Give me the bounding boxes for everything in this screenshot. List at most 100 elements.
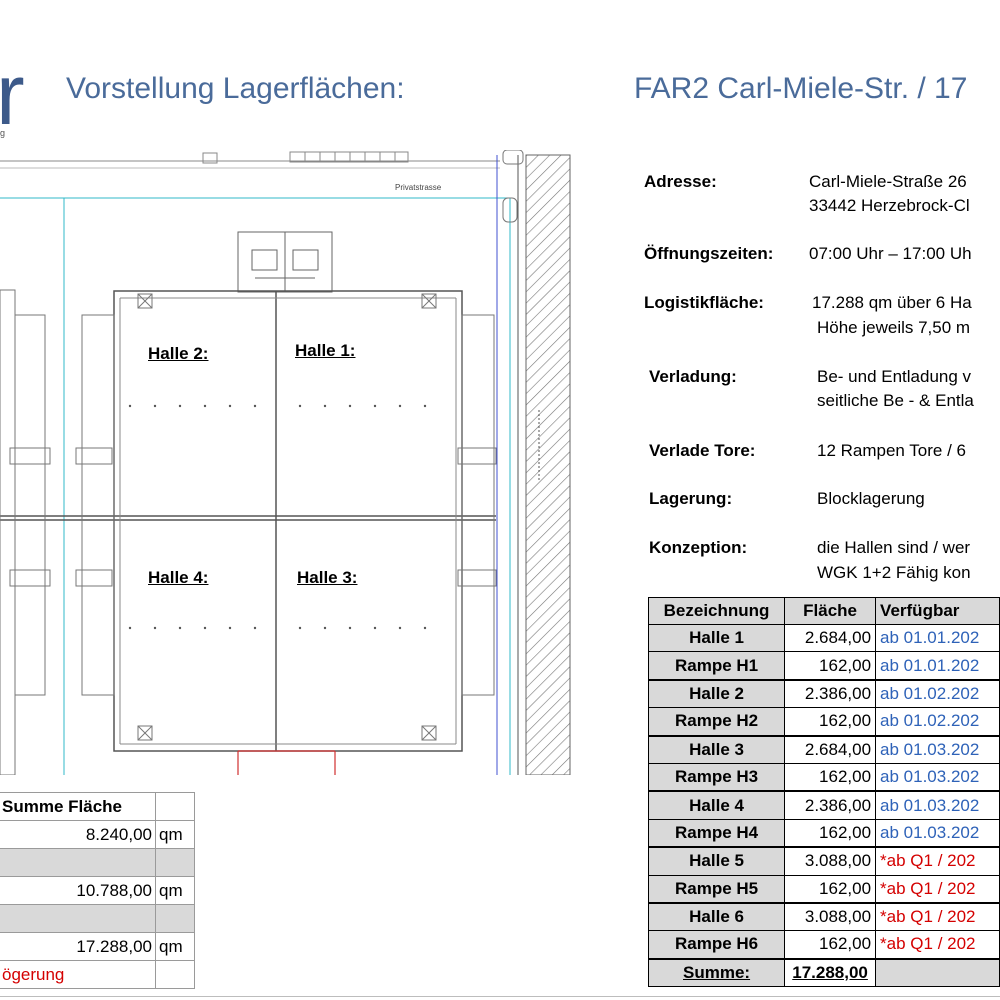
delay-note: ögerung: [0, 960, 156, 989]
sum-table-header-row: Summe Fläche: [0, 792, 195, 821]
table-header-row: Bezeichnung Fläche Verfügbar: [647, 597, 1000, 625]
sum-table: Summe Fläche 8.240,00 qm 10.788,00 qm 17…: [0, 792, 195, 989]
loading-label: Verladung:: [649, 367, 737, 386]
logistics-label: Logistikfläche:: [644, 293, 764, 312]
page-title: Vorstellung Lagerflächen:: [66, 72, 405, 105]
row-available: ab 01.02.202: [875, 679, 1000, 709]
table-row-spacer: [0, 904, 195, 933]
row-available: ab 01.01.202: [875, 651, 1000, 681]
storage-value: Blocklagerung: [817, 489, 925, 508]
row-area: 162,00: [784, 874, 877, 904]
sum-unit: qm: [155, 820, 195, 849]
address-label: Adresse:: [644, 172, 717, 191]
concept-label: Konzeption:: [649, 538, 748, 557]
row-name: Halle 1: [647, 623, 786, 653]
sum-table-header: Summe Fläche: [0, 792, 156, 821]
hall-2-label: Halle 2:: [148, 344, 209, 363]
row-name: Rampe H2: [647, 707, 786, 737]
logistics-line1: 17.288 qm über 6 Ha: [812, 293, 972, 312]
row-name: Rampe H6: [647, 930, 786, 960]
row-name: Rampe H3: [647, 762, 786, 792]
row-name: Halle 2: [647, 679, 786, 709]
row-area: 162,00: [784, 818, 877, 848]
gates-label: Verlade Tore:: [649, 441, 756, 460]
row-area: 162,00: [784, 651, 877, 681]
floor-plan: Privatstrasse: [0, 150, 580, 775]
row-name: Rampe H1: [647, 651, 786, 681]
row-available: ab 01.03.202: [875, 762, 1000, 792]
sum-value: 8.240,00: [0, 820, 156, 849]
row-area: 2.386,00: [784, 790, 877, 820]
row-name: Halle 4: [647, 790, 786, 820]
table-row: 10.788,00 qm: [0, 876, 195, 905]
address-line1: Carl-Miele-Straße 26: [809, 172, 967, 191]
row-available: ab 01.03.202: [875, 790, 1000, 820]
sum-value: 17.288,00: [784, 958, 877, 988]
table-row: ögerung: [0, 960, 195, 989]
col-header-available: Verfügbar: [875, 597, 1000, 625]
row-name: Halle 5: [647, 846, 786, 876]
row-available: *ab Q1 / 202: [875, 930, 1000, 960]
street-label: Privatstrasse: [395, 183, 442, 192]
gates-value: 12 Rampen Tore / 6: [817, 441, 966, 460]
company-logo-subtext: g: [0, 128, 6, 138]
table-row: 8.240,00 qm: [0, 820, 195, 849]
concept-line1: die Hallen sind / wer: [817, 538, 971, 557]
row-name: Rampe H4: [647, 818, 786, 848]
sum-label: Summe:: [647, 958, 786, 988]
floor-plan-drawing: Privatstrasse: [0, 150, 571, 775]
table-row: 17.288,00 qm: [0, 932, 195, 961]
row-name: Halle 3: [647, 735, 786, 764]
sum-value: 10.788,00: [0, 876, 156, 905]
loading-line2: seitliche Be - & Entla: [817, 391, 974, 410]
loading-line1: Be- und Entladung v: [817, 367, 972, 386]
row-name: Rampe H5: [647, 874, 786, 904]
hours-label: Öffnungszeiten:: [644, 244, 774, 263]
row-area: 2.386,00: [784, 679, 877, 709]
row-available: *ab Q1 / 202: [875, 846, 1000, 876]
col-header-name: Bezeichnung: [647, 597, 786, 625]
hall-4-label: Halle 4:: [148, 568, 209, 587]
sum-value: 17.288,00: [0, 932, 156, 961]
col-header-area: Fläche: [784, 597, 877, 625]
row-available: *ab Q1 / 202: [875, 902, 1000, 932]
row-name: Halle 6: [647, 902, 786, 932]
storage-label: Lagerung:: [649, 489, 733, 508]
row-available: ab 01.03.202: [875, 818, 1000, 848]
concept-line2: WGK 1+2 Fähig kon: [817, 563, 971, 582]
row-area: 162,00: [784, 707, 877, 737]
page-subtitle: FAR2 Carl-Miele-Str. / 17: [634, 72, 968, 105]
footer-divider: [0, 996, 1000, 997]
row-available: ab 01.02.202: [875, 707, 1000, 737]
sum-unit: qm: [155, 876, 195, 905]
row-available: ab 01.01.202: [875, 623, 1000, 653]
address-line2: 33442 Herzebrock-Cl: [809, 196, 970, 215]
row-area: 2.684,00: [784, 735, 877, 764]
sum-unit: qm: [155, 932, 195, 961]
row-area: 2.684,00: [784, 623, 877, 653]
hall-1-label: Halle 1:: [295, 341, 356, 360]
row-available: ab 01.03.202: [875, 735, 1000, 764]
hours-value: 07:00 Uhr – 17:00 Uh: [809, 244, 972, 263]
table-row-spacer: [0, 848, 195, 877]
row-area: 3.088,00: [784, 902, 877, 932]
row-area: 3.088,00: [784, 846, 877, 876]
row-area: 162,00: [784, 930, 877, 960]
company-logo: r: [0, 47, 25, 143]
row-available: *ab Q1 / 202: [875, 874, 1000, 904]
sum-row: Summe:17.288,00: [647, 958, 1000, 988]
logistics-line2: Höhe jeweils 7,50 m: [817, 318, 971, 337]
row-area: 162,00: [784, 762, 877, 792]
